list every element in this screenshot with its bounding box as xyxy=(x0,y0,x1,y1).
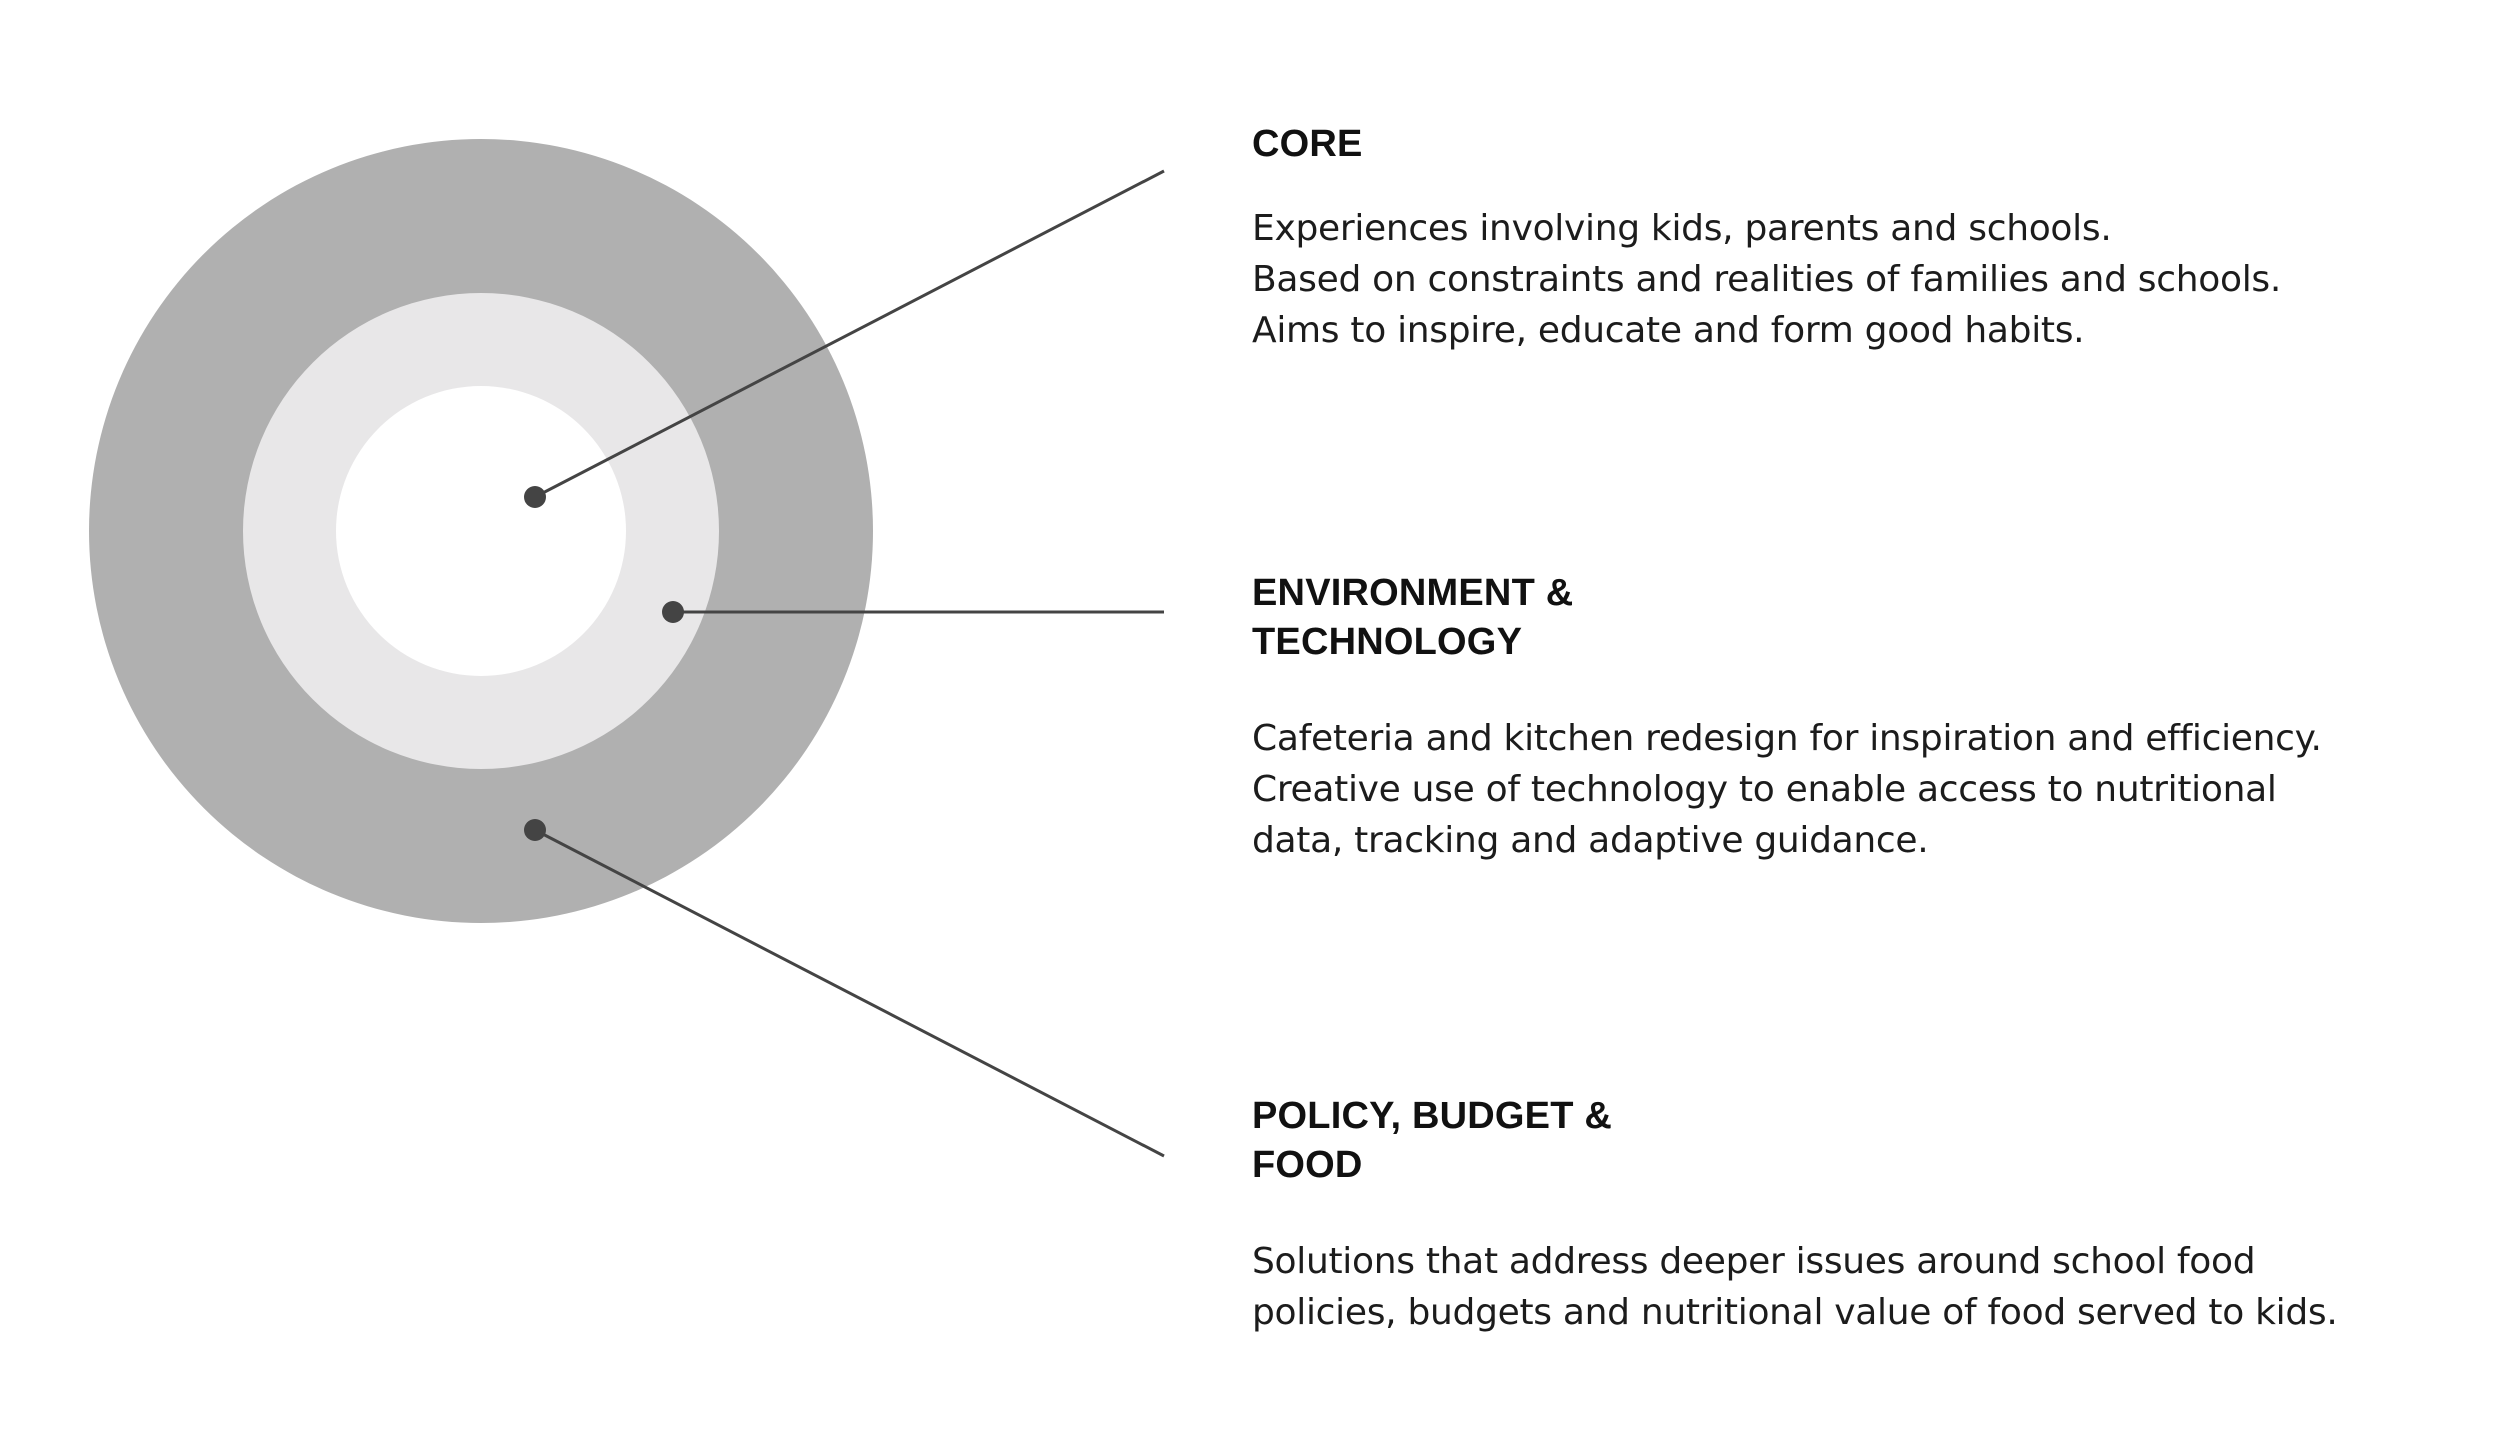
section-description: Solutions that address deeper issues aro… xyxy=(1252,1236,2452,1338)
section-policy-budget-food: POLICY, BUDGET & FOOD Solutions that add… xyxy=(1252,1092,2452,1338)
section-heading: CORE xyxy=(1252,120,2452,169)
description-line: Based on constraints and realities of fa… xyxy=(1252,259,2281,300)
description-line: data, tracking and adaptive guidance. xyxy=(1252,820,1929,861)
description-line: Creative use of technology to enable acc… xyxy=(1252,769,2277,810)
section-heading: ENVIRONMENT & TECHNOLOGY xyxy=(1252,569,2452,667)
section-core: CORE Experiences involving kids, parents… xyxy=(1252,120,2452,356)
section-environment-technology: ENVIRONMENT & TECHNOLOGY Cafeteria and k… xyxy=(1252,569,2452,866)
section-description: Cafeteria and kitchen redesign for inspi… xyxy=(1252,713,2452,866)
connector-policy xyxy=(534,828,1165,1158)
section-description: Experiences involving kids, parents and … xyxy=(1252,203,2452,356)
heading-line: TECHNOLOGY xyxy=(1252,621,1523,663)
heading-line: CORE xyxy=(1252,123,1363,165)
marker-policy xyxy=(524,819,546,841)
description-line: policies, budgets and nutritional value … xyxy=(1252,1292,2338,1333)
heading-line: FOOD xyxy=(1252,1144,1363,1186)
description-line: Cafeteria and kitchen redesign for inspi… xyxy=(1252,718,2322,759)
section-heading: POLICY, BUDGET & FOOD xyxy=(1252,1092,2452,1190)
heading-line: POLICY, BUDGET & xyxy=(1252,1095,1613,1137)
description-line: Experiences involving kids, parents and … xyxy=(1252,208,2112,249)
heading-line: ENVIRONMENT & xyxy=(1252,572,1574,614)
description-line: Solutions that address deeper issues aro… xyxy=(1252,1241,2256,1282)
marker-environment xyxy=(662,601,684,623)
marker-core xyxy=(524,486,546,508)
inner-circle-core xyxy=(336,386,626,676)
connector-core xyxy=(534,169,1165,499)
description-line: Aims to inspire, educate and form good h… xyxy=(1252,310,2085,351)
